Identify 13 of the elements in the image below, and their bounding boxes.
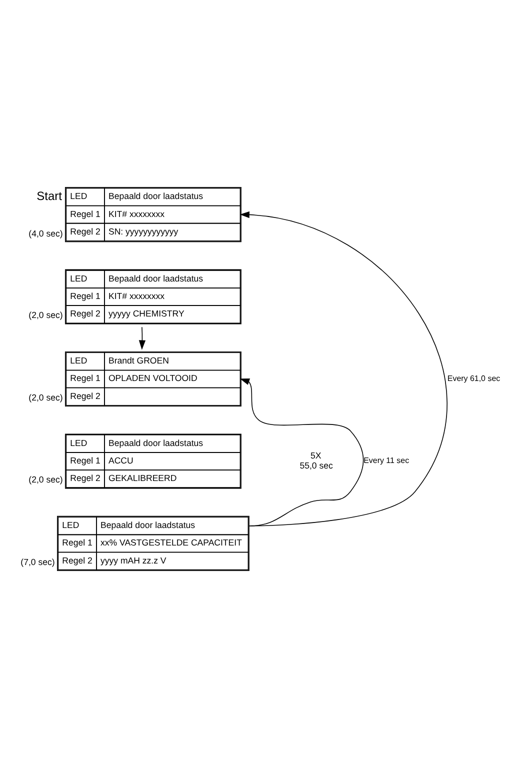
label: 55,0 sec (300, 460, 333, 470)
node-label: (2,0 sec) (28, 310, 63, 320)
edge-label: Every 61,0 sec (447, 374, 500, 383)
arrow (240, 378, 364, 526)
arrow (240, 211, 448, 526)
node-label: (4,0 sec) (28, 228, 63, 238)
node-label: (2,0 sec) (28, 474, 63, 485)
edge-label: Every 11 sec (364, 456, 410, 466)
label: 5X (310, 450, 322, 461)
node-label: Start (36, 189, 62, 204)
node-label: (7,0 sec) (20, 556, 55, 567)
arrow (138, 326, 146, 350)
node-label: (2,0 sec) (28, 392, 63, 402)
